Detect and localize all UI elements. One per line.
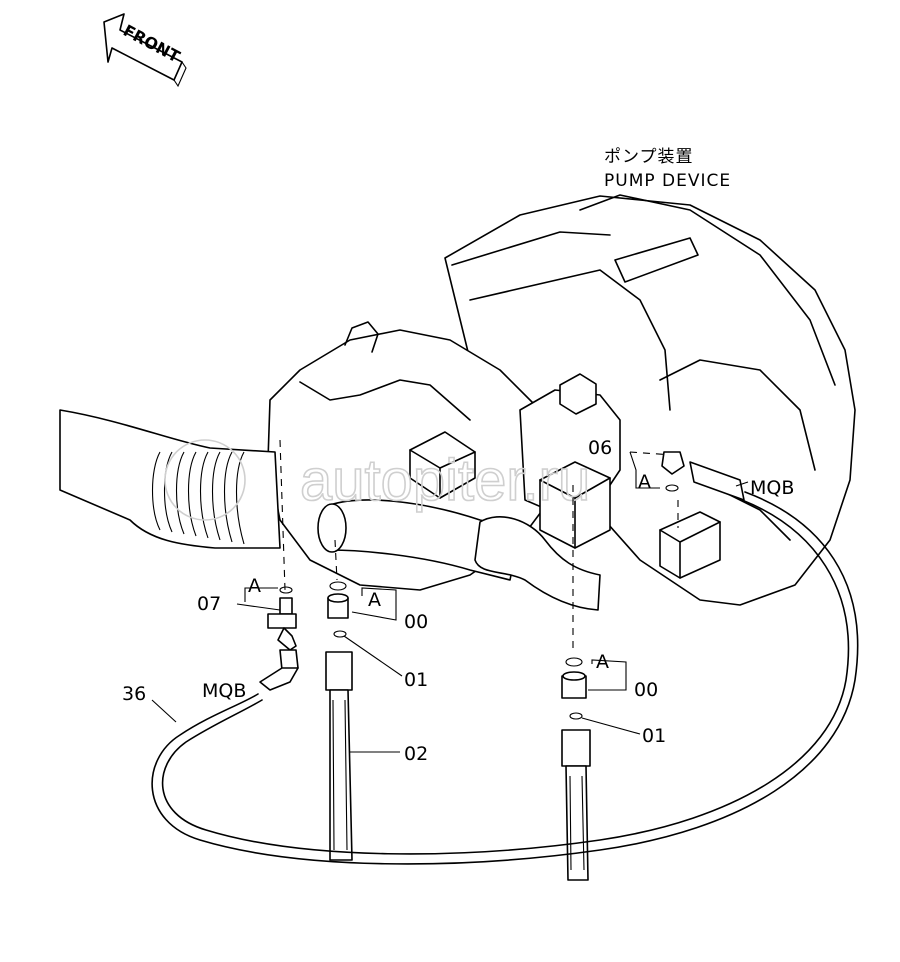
watermark-text: autopiter.ru: [300, 448, 590, 513]
callout-01-right: 01: [642, 725, 666, 747]
callout-01-left: 01: [404, 669, 428, 691]
callout-00-right: 00: [634, 679, 658, 701]
callout-36: 36: [122, 683, 146, 705]
watermark: autopiter.ru: [164, 439, 591, 521]
assembly-name-jp: ポンプ装置: [604, 147, 694, 167]
callout-00-left: 00: [404, 611, 428, 633]
hose-36-drawing: [151, 491, 859, 865]
assembly-lines: [279, 439, 679, 650]
callout-07: 07: [197, 593, 221, 615]
pump-device-drawing: [59, 194, 856, 611]
callout-a-left: A: [248, 575, 261, 597]
hose-right-drawing: [561, 657, 591, 881]
callout-a-right: A: [596, 651, 609, 673]
callout-02: 02: [404, 743, 428, 765]
callout-leaders: [151, 451, 749, 753]
hose-02-drawing: [325, 581, 353, 861]
callout-a-mid: A: [368, 589, 381, 611]
callout-a-top: A: [638, 471, 651, 493]
front-arrow-icon: FRONT: [103, 13, 187, 88]
callout-mqb-left: MQB: [202, 680, 246, 702]
callout-06: 06: [588, 437, 612, 459]
callout-mqb-right: MQB: [750, 477, 794, 499]
elbow-07-drawing: [259, 586, 299, 691]
assembly-name-en: PUMP DEVICE: [604, 171, 731, 191]
assembly-title: ポンプ装置 PUMP DEVICE: [604, 147, 731, 191]
